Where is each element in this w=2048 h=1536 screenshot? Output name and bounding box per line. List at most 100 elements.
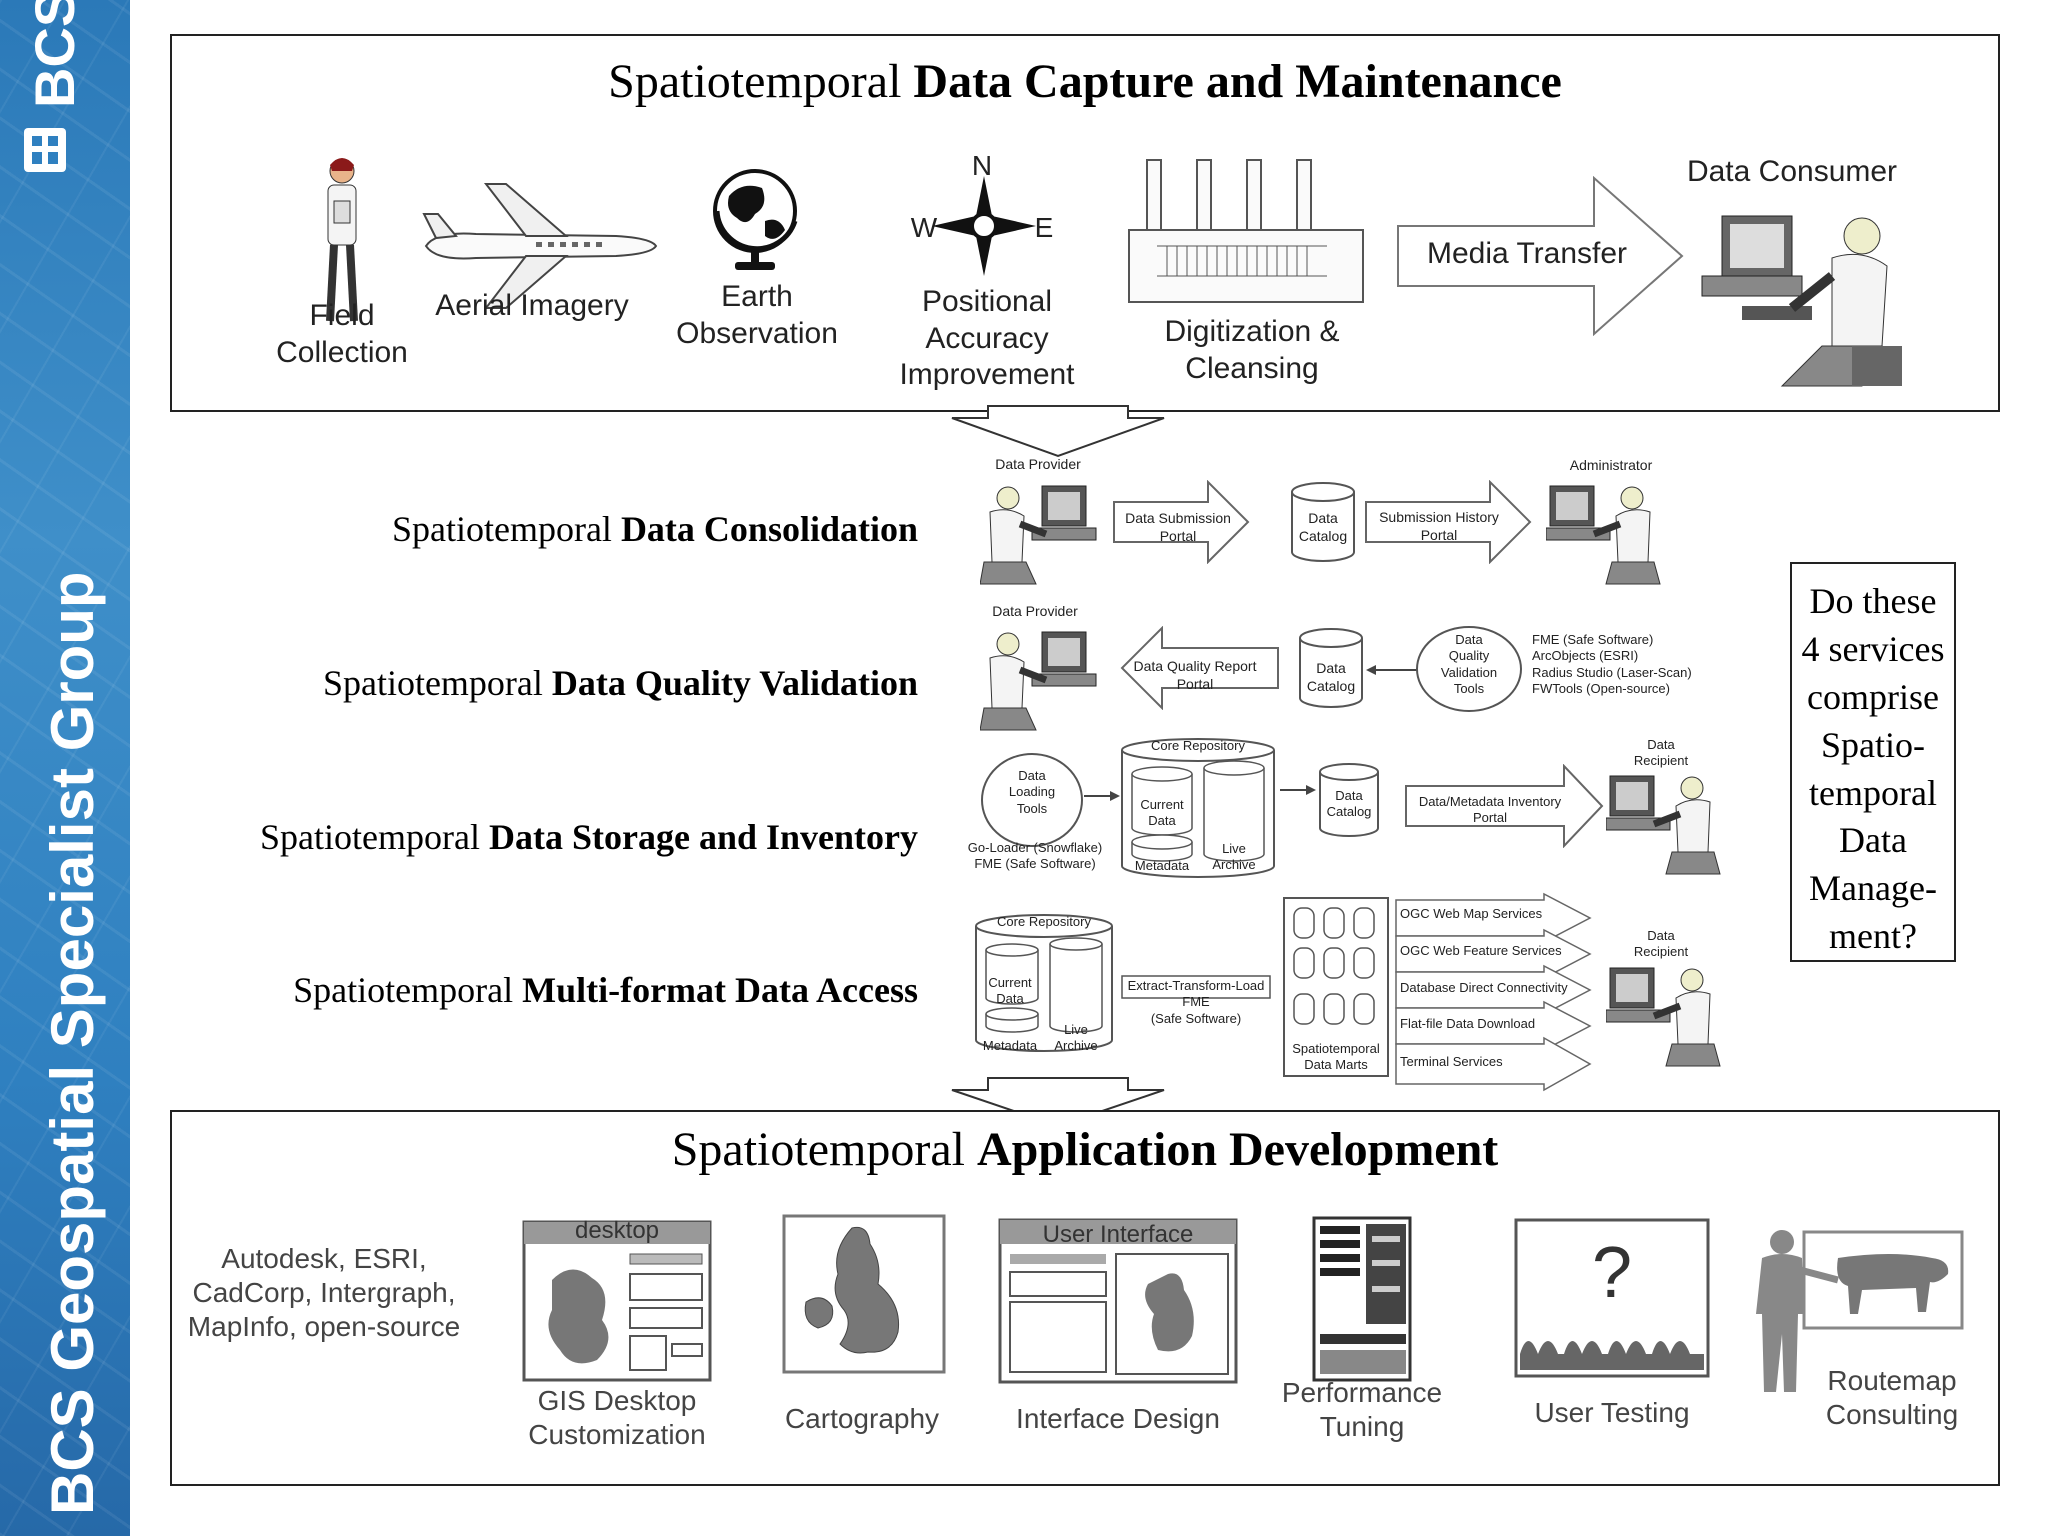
down-arrow-top (951, 405, 1165, 458)
compass-n-label: N (971, 150, 993, 181)
aerial-imagery-label: Aerial Imagery (435, 289, 629, 322)
globe-icon (713, 169, 798, 270)
desktop-window-label: desktop (574, 1217, 660, 1244)
media-transfer-arrow (1397, 176, 1684, 336)
row-label-storage-inventory: Spatiotemporal Data Storage and Inventor… (260, 817, 918, 857)
compass-e-label: E (1034, 212, 1054, 243)
storage-metadata-label: Metadata (1134, 858, 1190, 873)
loading-tools-circle (981, 753, 1083, 847)
row-label-consolidation: Spatiotemporal Data Consolidation (391, 509, 918, 549)
app-panel: Spatiotemporal Application Development A… (170, 1110, 2000, 1486)
consolidation-catalog-label: Data Catalog (1298, 510, 1348, 544)
submission-portal-label: Data Submission Portal (1125, 510, 1231, 544)
media-transfer-label: Media Transfer (1426, 237, 1628, 270)
routemap-consulting-icon (1756, 1230, 1964, 1392)
gis-desktop-label: GIS Desktop Customization (528, 1385, 706, 1451)
airplane-icon (422, 183, 658, 309)
sidebar-org-title: BCS Geospatial Specialist Group (39, 571, 106, 1515)
storage-core-repository (1121, 738, 1275, 878)
field-collection-label: Field Collection (276, 299, 408, 369)
etl-label: Extract-Transform-Load FME (Safe Softwar… (1127, 978, 1265, 1026)
ui-window-label: User Interface (1042, 1221, 1194, 1248)
server-rack-icon (1312, 1216, 1412, 1382)
earth-observation-label: Earth Observation (676, 280, 838, 350)
data-marts-label: Spatiotemporal Data Marts (1292, 1041, 1380, 1073)
loaders-label: Go-Loader (Snowflake) FME (Safe Software… (967, 840, 1103, 872)
digitization-label: Digitization & Cleansing (1164, 315, 1340, 385)
report-portal-arrow (1120, 626, 1279, 710)
user-testing-icon (1514, 1218, 1710, 1378)
access-core-repository-label: Core Repository (997, 914, 1091, 929)
gis-desktop-icon (522, 1220, 712, 1382)
inventory-portal-arrow (1405, 764, 1604, 848)
cartography-map-icon (782, 1214, 946, 1374)
app-title: Spatiotemporal Application Development (671, 1123, 1499, 1176)
loading-tools-label: Data Loading Tools (1008, 768, 1056, 816)
access-recipient-icon (1606, 958, 1726, 1070)
sidebar-banner: BCS Geospatial Specialist Group BCS (0, 0, 130, 1536)
cartography-label: Cartography (784, 1403, 940, 1434)
question-mark-glyph: ? (1591, 1233, 1633, 1313)
service-wms-label: OGC Web Map Services (1400, 906, 1543, 921)
service-arrow-5 (1395, 1036, 1592, 1092)
etl-box (1121, 975, 1271, 999)
service-wfs-label: OGC Web Feature Services (1400, 943, 1562, 958)
service-terminal-label: Terminal Services (1400, 1054, 1503, 1069)
submission-portal-arrow (1113, 480, 1250, 564)
access-metadata-label: Metadata (982, 1038, 1038, 1053)
compass-icon (932, 176, 1036, 276)
service-db-label: Database Direct Connectivity (1400, 980, 1568, 995)
consolidation-provider-label: Data Provider (995, 456, 1081, 472)
row-label-multiformat-access: Spatiotemporal Multi-format Data Access (293, 970, 918, 1010)
question-box: Do these 4 services comprise Spatio- tem… (1790, 562, 1956, 962)
down-arrow-bottom (951, 1077, 1165, 1128)
field-collector-icon (326, 158, 358, 322)
bcs-logo-icon (24, 128, 66, 172)
compass-w-label: W (910, 212, 938, 243)
validation-connector (1366, 665, 1418, 675)
routemap-consulting-label: Routemap Consulting (1825, 1365, 1959, 1431)
row-label-quality-validation: Spatiotemporal Data Quality Validation (322, 663, 918, 703)
access-core-repository (975, 914, 1113, 1052)
storage-recipient-label: Data Recipient (1633, 737, 1689, 769)
consolidation-catalog-cylinder (1291, 482, 1355, 562)
administrator-label: Administrator (1569, 457, 1653, 473)
validation-catalog-label: Data Catalog (1306, 660, 1356, 694)
storage-current-data-label: Current Data (1140, 797, 1184, 829)
validation-provider-icon (980, 622, 1100, 734)
history-portal-arrow (1365, 480, 1532, 564)
inventory-portal-label: Data/Metadata Inventory Portal (1418, 794, 1562, 826)
validation-catalog-cylinder (1299, 628, 1363, 708)
access-live-archive-label: Live Archive (1054, 1022, 1098, 1054)
capture-panel: Spatiotemporal Data Capture and Maintena… (170, 34, 2000, 412)
storage-connector-1 (1084, 791, 1120, 801)
storage-recipient-icon (1606, 766, 1726, 878)
capture-title: Spatiotemporal Data Capture and Maintena… (608, 55, 1562, 108)
performance-tuning-label: Performance Tuning (1281, 1377, 1443, 1443)
validation-tools-circle (1416, 626, 1522, 712)
access-current-data-label: Current Data (988, 975, 1032, 1007)
validation-vendors-label: FME (Safe Software) ArcObjects (ESRI) Ra… (1532, 632, 1692, 696)
storage-catalog-cylinder (1319, 763, 1379, 837)
storage-catalog-label: Data Catalog (1326, 788, 1372, 820)
factory-icon (1128, 159, 1364, 303)
positional-accuracy-label: Positional Accuracy Improvement (899, 285, 1075, 392)
validation-tools-label: Data Quality Validation Tools (1440, 632, 1498, 696)
report-portal-label: Data Quality Report Portal (1133, 658, 1257, 692)
user-interface-icon (998, 1218, 1238, 1384)
data-consumer-label: Data Consumer (1686, 155, 1898, 188)
validation-provider-label: Data Provider (992, 603, 1078, 619)
storage-live-archive-label: Live Archive (1212, 841, 1256, 873)
storage-connector-2 (1280, 785, 1316, 795)
access-recipient-label: Data Recipient (1633, 928, 1689, 960)
app-vendors-label: Autodesk, ESRI, CadCorp, Intergraph, Map… (187, 1243, 461, 1343)
administrator-icon (1546, 476, 1666, 588)
interface-design-label: Interface Design (1016, 1403, 1220, 1434)
history-portal-label: Submission History Portal (1379, 509, 1499, 543)
user-testing-label: User Testing (1534, 1397, 1690, 1428)
sidebar-logo-text: BCS (23, 0, 86, 108)
data-consumer-icon (1701, 215, 1902, 387)
data-provider-icon (980, 476, 1100, 588)
service-flatfile-label: Flat-file Data Download (1400, 1016, 1536, 1031)
storage-core-repository-label: Core Repository (1151, 738, 1245, 753)
